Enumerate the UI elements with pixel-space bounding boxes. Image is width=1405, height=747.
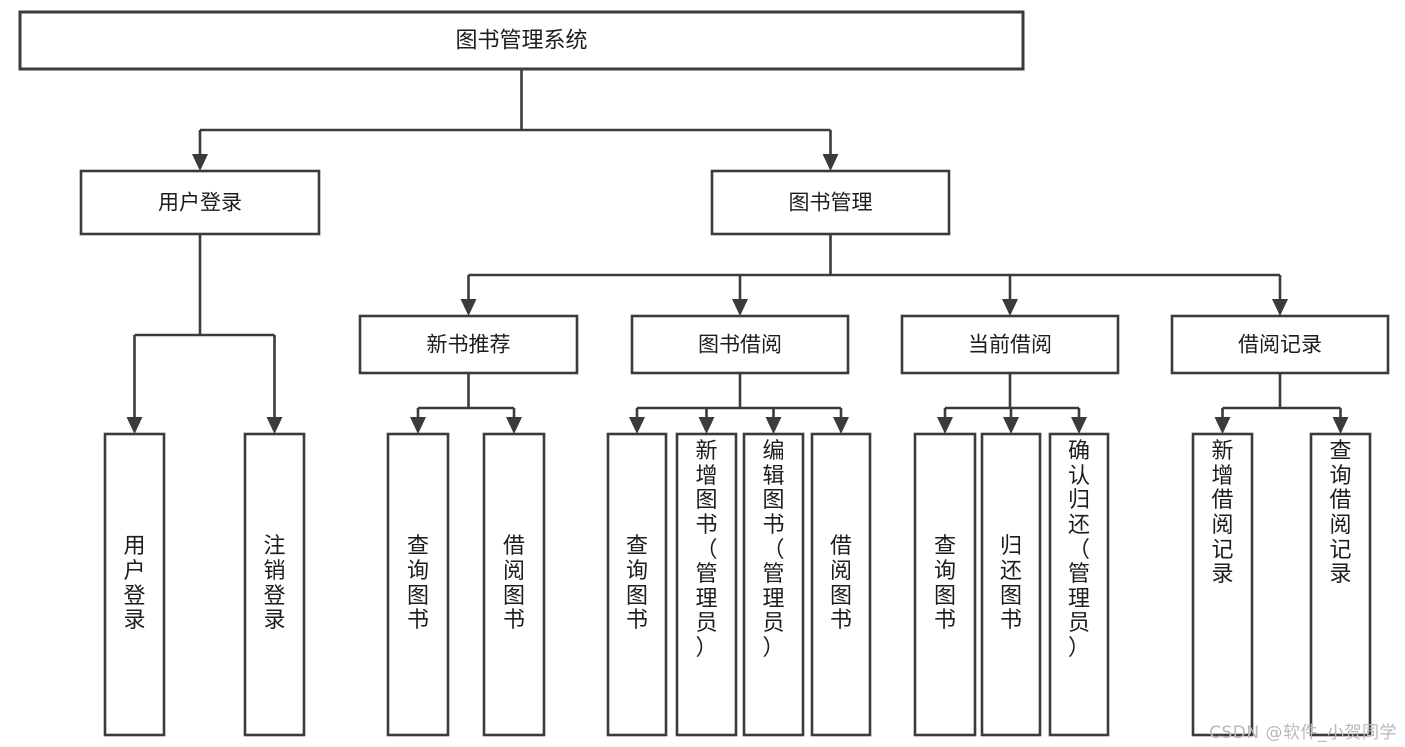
arrow-head-icon-leaf-0-1 (506, 417, 522, 434)
arrow-head-icon-level2-1 (732, 299, 748, 316)
node-level1-图书管理[interactable] (710, 169, 951, 236)
node-label-root: 图书管理系统 (455, 29, 587, 54)
leaf-新增借阅记录-3-0[interactable] (1191, 432, 1254, 737)
boxes-layer (18, 10, 1390, 737)
arrow-head-icon-leaf-1-1 (698, 417, 715, 434)
leaf-查询借阅记录-3-1[interactable] (1309, 432, 1372, 737)
arrow-head-icon-leaf-1-2 (765, 417, 782, 434)
arrow-head-icon-level1-0 (192, 154, 208, 171)
leaf-确认归还管理员-2-2[interactable] (1048, 432, 1110, 737)
node-level2-当前借阅[interactable] (900, 314, 1120, 375)
arrow-head-icon-leaf-2-2 (1071, 417, 1087, 434)
node-label-level2-3: 借阅记录 (1238, 333, 1322, 357)
arrow-head-icon-leaf-2-0 (937, 417, 953, 434)
node-label-level2-2: 当前借阅 (968, 333, 1052, 357)
node-level1-用户登录[interactable] (79, 169, 321, 236)
node-label-level1-0: 用户登录 (158, 191, 242, 215)
arrow-head-icon-level2-3 (1272, 299, 1288, 316)
leaf-借阅图书-0-1[interactable] (482, 432, 546, 737)
arrow-head-icon-leaf-3-1 (1332, 417, 1349, 434)
arrow-head-icon-level2-2 (1002, 299, 1018, 316)
leaf-查询图书-1-0[interactable] (606, 432, 668, 737)
arrow-head-icon-user-leaf-1 (266, 417, 283, 434)
leaf-借阅图书-1-3[interactable] (810, 432, 872, 737)
arrow-head-icon-level2-0 (460, 299, 477, 316)
arrow-head-icon-level1-1 (822, 154, 839, 171)
watermark: CSDN @软件_小贺同学 (1209, 723, 1397, 743)
leaf-注销登录-1[interactable] (243, 432, 306, 737)
node-level2-借阅记录[interactable] (1170, 314, 1390, 375)
arrow-head-icon-user-leaf-0 (126, 417, 143, 434)
arrow-head-icon-leaf-2-1 (1003, 417, 1019, 434)
leaf-查询图书-0-0[interactable] (386, 432, 450, 737)
leaf-新增图书管理员-1-1[interactable] (675, 432, 738, 737)
node-label-level2-0: 新书推荐 (427, 333, 511, 357)
arrow-head-icon-leaf-1-0 (629, 417, 645, 434)
arrow-head-icon-leaf-1-3 (833, 417, 849, 434)
leaf-归还图书-2-1[interactable] (980, 432, 1042, 737)
node-label-level2-1: 图书借阅 (698, 333, 782, 357)
node-level2-图书借阅[interactable] (630, 314, 850, 375)
leaf-查询图书-2-0[interactable] (913, 432, 977, 737)
node-root-图书管理系统[interactable] (18, 10, 1025, 71)
node-level2-新书推荐[interactable] (358, 314, 579, 375)
leaf-编辑图书管理员-1-2[interactable] (742, 432, 805, 737)
arrow-head-icon-leaf-3-0 (1214, 417, 1231, 434)
edges-layer (126, 69, 1349, 434)
arrow-head-icon-leaf-0-0 (410, 417, 426, 434)
leaf-用户登录-0[interactable] (103, 432, 166, 737)
node-label-level1-1: 图书管理 (789, 191, 873, 215)
